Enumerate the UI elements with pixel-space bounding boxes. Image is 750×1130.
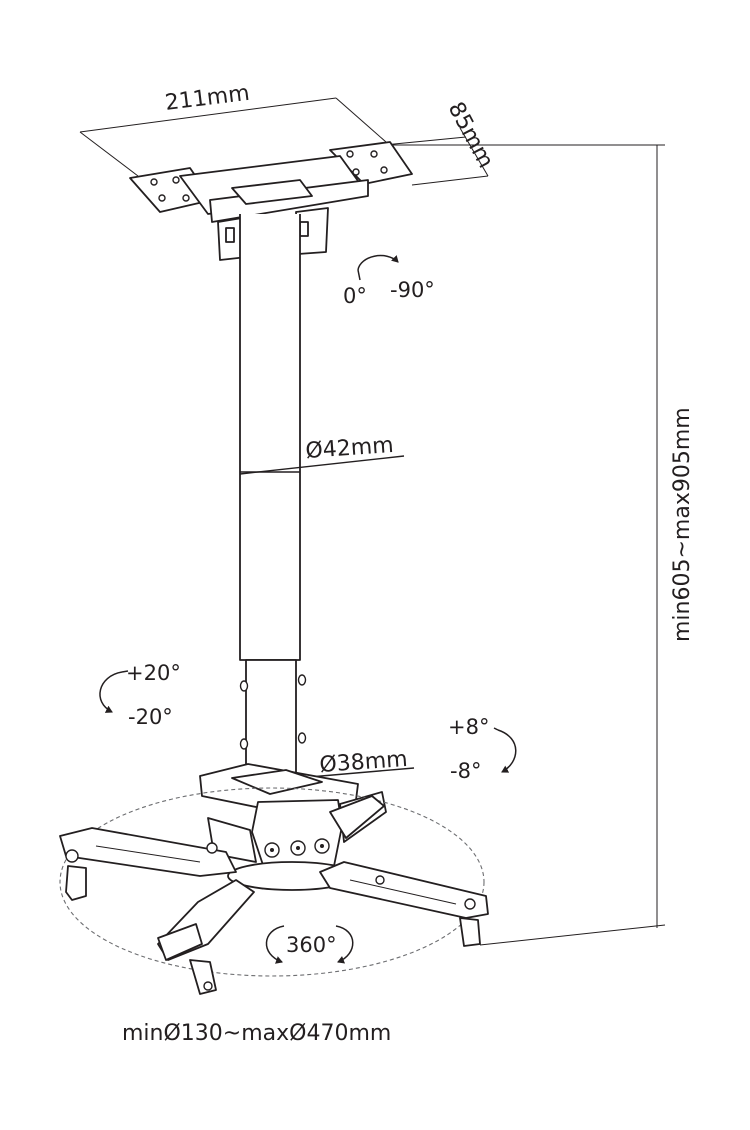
upper-tube: Ø42mm <box>239 214 405 661</box>
tilt-down-label: -20° <box>128 705 173 729</box>
ceiling-rotation-start-label: 0° <box>343 284 367 308</box>
lower-tube: Ø38mm <box>239 659 415 787</box>
plate-depth-label: 85mm <box>443 98 498 172</box>
height-dimension: min605~max905mm <box>385 144 695 946</box>
rotation-range-ellipse <box>59 787 485 977</box>
tilt-up-label: +20° <box>126 661 181 685</box>
tilt-indicator: +20° -20° <box>99 661 181 729</box>
height-range-label: min605~max905mm <box>670 407 695 642</box>
ceiling-plate <box>129 141 413 261</box>
swivel-up-label: +8° <box>448 715 489 739</box>
ceiling-rotation-end-label: -90° <box>390 278 435 302</box>
swivel-down-label: -8° <box>450 759 481 783</box>
full-rotation-label: 360° <box>286 933 337 957</box>
swivel-indicator: +8° -8° <box>448 715 517 783</box>
lower-tube-diameter-label: Ø38mm <box>319 747 409 778</box>
full-rotation-indicator: 360° <box>265 925 354 964</box>
bracket-arms <box>59 795 489 995</box>
bracket-span-label: minØ130~maxØ470mm <box>122 1021 391 1046</box>
upper-tube-diameter-label: Ø42mm <box>305 433 395 464</box>
ceiling-rotation-indicator: 0° -90° <box>343 254 435 308</box>
